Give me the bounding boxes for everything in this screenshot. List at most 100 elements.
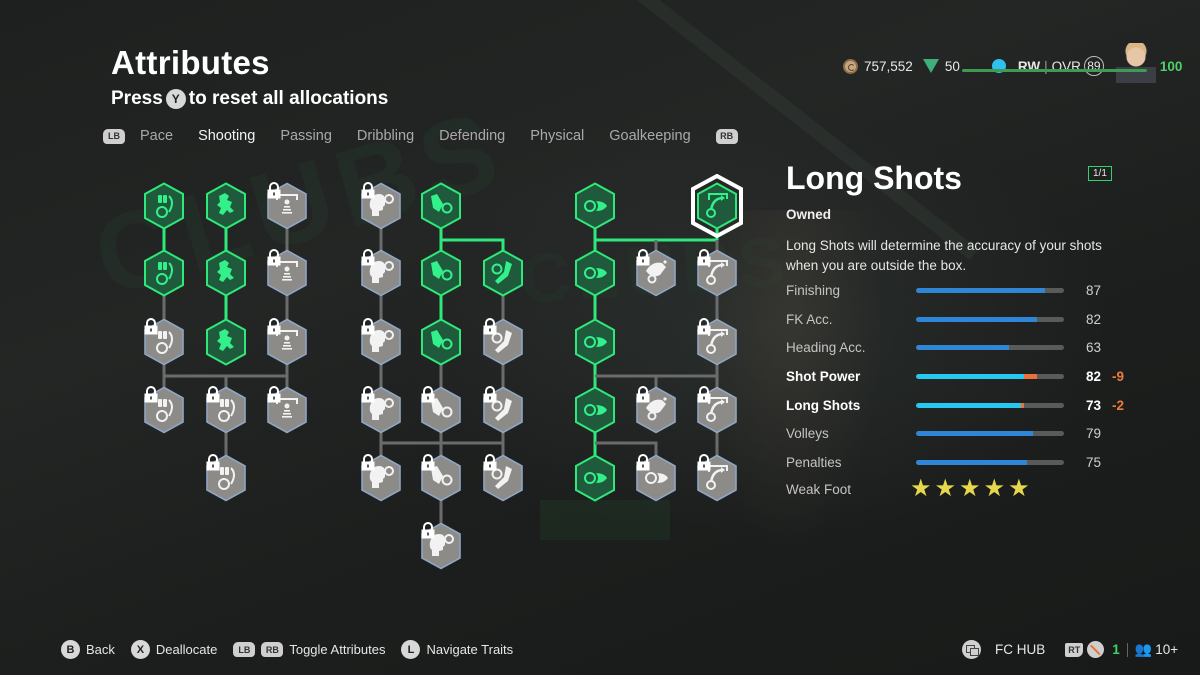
skill-node-long-shot[interactable] [696,386,738,434]
skill-node-penalty-goal[interactable] [266,182,308,230]
skill-node-dribble[interactable] [143,249,185,297]
stat-bar-fill [916,459,1027,465]
mic-count: 1 [1112,642,1120,657]
footer-action-label: Deallocate [155,642,218,657]
boot-strike-icon [421,182,461,230]
skill-node-power-shot[interactable] [574,386,616,434]
star-icon: ★ [1008,475,1030,502]
stat-bar-fill [916,287,1045,293]
lock-icon [361,182,375,199]
skill-node-penalty-goal[interactable] [266,386,308,434]
skill-node-long-shot[interactable] [696,454,738,502]
tab-shooting[interactable]: Shooting [198,128,256,144]
lion-icon [206,318,246,366]
skill-node-dribble[interactable] [143,318,185,366]
ovr-value: 89 [1083,56,1104,76]
power-shot-icon [575,182,615,230]
skill-node-dribble[interactable] [143,182,185,230]
lock-icon [267,318,281,335]
divider: | [1044,58,1048,74]
skill-node-power-shot[interactable] [574,182,616,230]
tab-goalkeeping[interactable]: Goalkeeping [609,128,691,144]
skill-node-header[interactable] [360,318,402,366]
lock-icon [421,522,435,539]
stat-delta: -9 [1112,368,1125,384]
stat-bar [916,430,1064,436]
skill-node-power-shot[interactable] [635,454,677,502]
lion-icon [206,182,246,230]
skill-node-power-shot[interactable] [574,249,616,297]
mic-muted-icon[interactable] [1087,641,1105,658]
skill-node-lion[interactable] [205,182,247,230]
skill-node-boot-strike[interactable] [420,318,462,366]
skill-node-header[interactable] [420,522,462,570]
fc-hub-label[interactable]: FC HUB [995,642,1046,657]
skill-node-volley[interactable] [482,318,524,366]
skill-node-volley[interactable] [482,386,524,434]
lock-icon [144,386,158,403]
stat-bar [916,316,1064,322]
stat-bar-loss [1021,402,1025,408]
skill-node-boot-strike[interactable] [420,386,462,434]
power-shot-icon [575,318,615,366]
rb-bumper-icon[interactable]: RB [715,128,738,144]
skill-node-cannon[interactable] [635,386,677,434]
tab-passing[interactable]: Passing [280,128,332,144]
lock-icon [267,182,281,199]
weak-foot-stars: ★★★★★ [910,475,1030,502]
boot-strike-icon [421,318,461,366]
fc-hub-icon[interactable] [962,640,981,659]
stat-row: Penalties 75 [786,453,1126,471]
party-icon: 👥 [1134,641,1153,657]
stat-row: Volleys 79 [786,424,1126,442]
tab-dribbling[interactable]: Dribbling [356,128,415,144]
skill-node-lion[interactable] [205,249,247,297]
stat-value: 73 [1086,397,1102,413]
skill-node-header[interactable] [360,386,402,434]
stat-value: 79 [1086,425,1102,441]
trait-description: Long Shots will determine the accuracy o… [786,238,1102,273]
stat-value: 82 [1086,311,1102,327]
stat-label: Volleys [786,425,829,441]
skill-node-boot-strike[interactable] [420,249,462,297]
skill-node-header[interactable] [360,182,402,230]
skill-node-penalty-goal[interactable] [266,249,308,297]
tab-defending[interactable]: Defending [439,128,506,144]
stat-label: Heading Acc. [786,339,866,355]
skill-node-dribble[interactable] [205,454,247,502]
skill-node-boot-strike[interactable] [420,182,462,230]
lock-icon [144,318,158,335]
stat-bar [916,402,1064,408]
lock-icon [697,249,711,266]
tab-pace[interactable]: Pace [140,128,174,144]
stat-row: Long Shots 73 -2 [786,396,1126,414]
skill-node-volley[interactable] [482,454,524,502]
skill-node-volley[interactable] [482,249,524,297]
skill-node-cannon[interactable] [635,249,677,297]
boot-strike-icon [421,249,461,297]
skill-node-long-shot[interactable] [696,318,738,366]
skill-node-boot-strike[interactable] [420,454,462,502]
trait-status: Owned [786,207,832,222]
tab-physical[interactable]: Physical [530,128,585,144]
skill-points-icon [922,59,939,73]
lock-icon [361,454,375,471]
skill-node-power-shot[interactable] [574,318,616,366]
skill-node-long-shot[interactable] [696,249,738,297]
skill-node-long-shot[interactable] [689,174,745,238]
skill-node-dribble[interactable] [143,386,185,434]
coins-icon [843,58,858,74]
skill-node-lion[interactable] [205,318,247,366]
stat-label: Shot Power [786,368,861,384]
lb-bumper-icon[interactable]: LB [103,128,125,144]
skill-node-header[interactable] [360,249,402,297]
skill-node-penalty-goal[interactable] [266,318,308,366]
skill-node-dribble[interactable] [205,386,247,434]
skill-node-power-shot[interactable] [574,454,616,502]
skill-node-header[interactable] [360,454,402,502]
lock-icon [421,386,435,403]
